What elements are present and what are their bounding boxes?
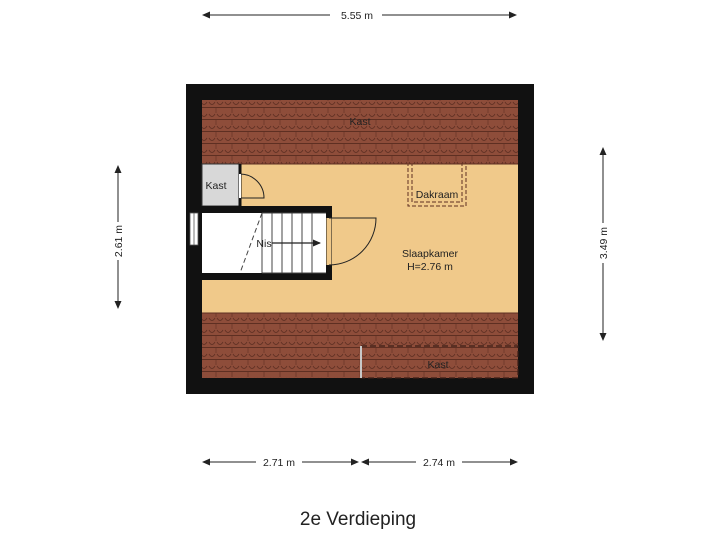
dakraam-outer (407, 163, 467, 207)
kast-small-room (201, 163, 241, 207)
dimension-top-label: 5.55 m (341, 10, 373, 22)
dimension-right-label: 3.49 m (598, 227, 610, 259)
kast-small-door (239, 173, 265, 199)
dimension-bottom-left-label: 2.71 m (263, 457, 295, 469)
dakraam-label: Dakraam (416, 189, 459, 201)
floor-title: 2e Verdieping (300, 509, 416, 530)
kast-bottom-label: Kast (427, 359, 448, 371)
dakraam-inner (411, 163, 463, 203)
kast-small-label: Kast (205, 180, 226, 192)
dimension-bottom-right-label: 2.74 m (423, 457, 455, 469)
kast-top-label: Kast (349, 116, 370, 128)
dimension-left-label: 2.61 m (113, 225, 125, 257)
roof-slope-top (202, 100, 518, 164)
stair-cut-line (239, 212, 263, 274)
slaapkamer-label: Slaapkamer (402, 248, 459, 260)
partition-wall (186, 206, 332, 213)
stair-bottom-wall (186, 273, 332, 280)
slaapkamer-height-label: H=2.76 m (407, 261, 453, 273)
bedroom-door (328, 217, 377, 266)
nis-label: Nis (256, 238, 271, 250)
